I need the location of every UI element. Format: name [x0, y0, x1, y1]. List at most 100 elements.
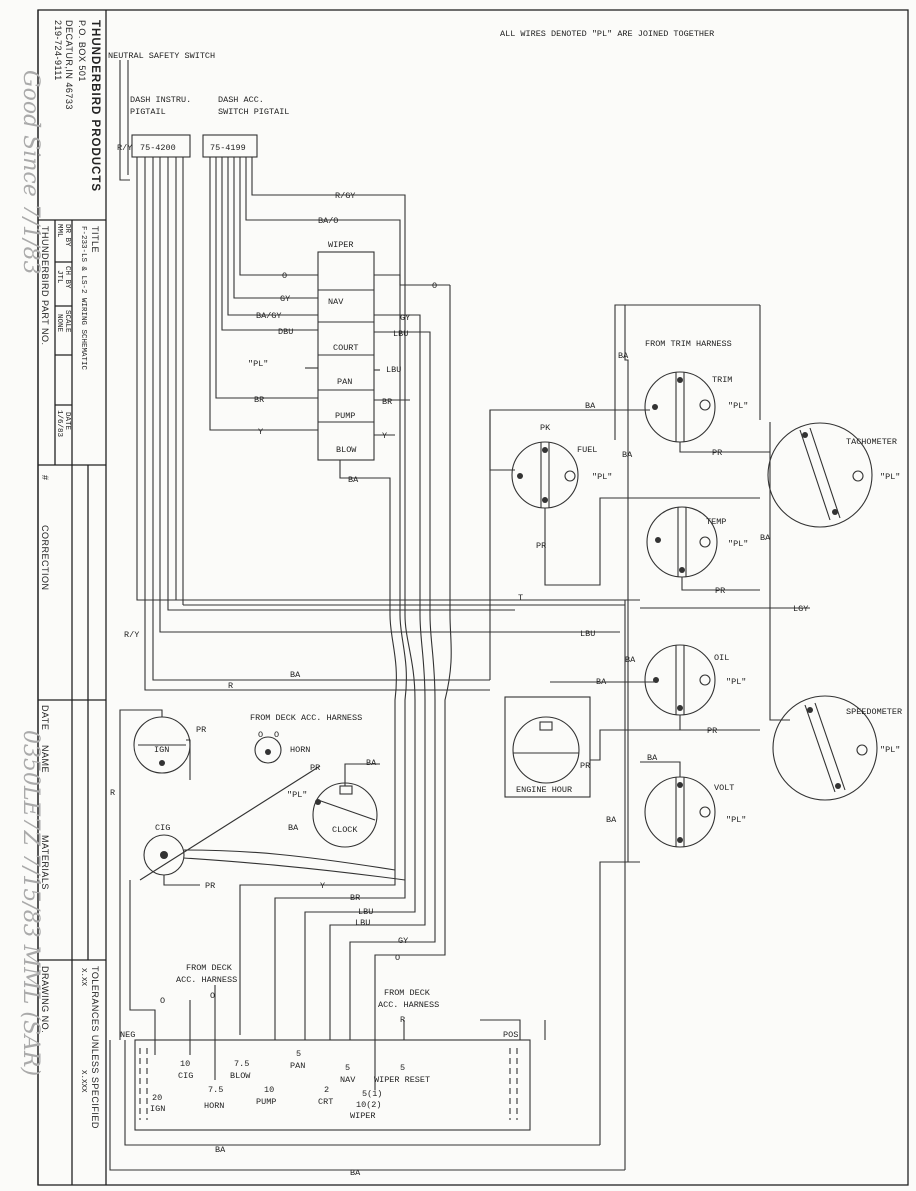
fuse-nav-name: NAV: [340, 1075, 356, 1085]
fuse-wiper-amp: 5(1): [362, 1089, 382, 1099]
fuse-ign-name: IGN: [150, 1104, 165, 1114]
switch-court: COURT: [333, 343, 359, 353]
clock-ba-label: BA: [288, 823, 299, 833]
gauge-trim: FROM TRIM HARNESS TRIM "PL" BA: [585, 339, 748, 443]
fuse-neg-label: NEG: [120, 1030, 135, 1040]
wire-lbu-pan-label: LBU: [386, 365, 401, 375]
fuse-reset-name: WIPER RESET: [374, 1075, 430, 1085]
wire-lgy-label: LGY: [793, 604, 808, 614]
rev-correction: CORRECTION: [40, 525, 50, 591]
clock-label: CLOCK: [332, 825, 358, 835]
wire-br-label: BR: [254, 395, 264, 405]
fuse-cig-amp: 10: [180, 1059, 190, 1069]
date-value: 1/6/83: [55, 410, 63, 438]
company-name: THUNDERBIRD PRODUCTS: [89, 20, 101, 192]
volt-ba-2-label: BA: [606, 815, 617, 825]
wire-ba-mid-label: BA: [290, 670, 301, 680]
ch-by-label: CH BY: [63, 266, 71, 289]
neutral-switch-label: NEUTRAL SAFETY SWITCH: [108, 51, 215, 61]
gauge-speedometer: SPEEDOMETER "PL": [772, 695, 902, 801]
wire-pl-label: "PL": [248, 359, 268, 369]
oil-pr-label: PR: [707, 726, 717, 736]
oil-label: OIL: [714, 653, 729, 663]
wire-ry-label: R/Y: [117, 143, 132, 153]
fuse-panel: NEG POS 20 IGN 10 CIG 7.5 HORN 7.5 BLOW …: [120, 1030, 531, 1131]
wire-ba-panel-label: BA: [348, 475, 359, 485]
joined-note: ALL WIRES DENOTED "PL" ARE JOINED TOGETH…: [500, 29, 714, 39]
scale-label: SCALE: [63, 310, 71, 333]
horn-unit: FROM DECK ACC. HARNESS O O HORN: [250, 713, 362, 764]
trim-label: TRIM: [712, 375, 732, 385]
dash-instru-label-2: PIGTAIL: [130, 107, 166, 117]
engine-hour-label: ENGINE HOUR: [516, 785, 572, 795]
wire-br-right-label: BR: [382, 397, 392, 407]
fuse-crt-name: CRT: [318, 1097, 333, 1107]
engine-hour-pr-label: PR: [580, 761, 590, 771]
wire-bao-label: BA/O: [318, 216, 338, 226]
engine-hour-meter: ENGINE HOUR: [504, 696, 591, 798]
fuse-nav-amp: 5: [345, 1063, 350, 1073]
fuel-pl-label: "PL": [592, 472, 612, 482]
title-label: TITLE: [90, 226, 100, 253]
wire-r-mid-label: R: [228, 681, 233, 691]
volt-pl-label: "PL": [726, 815, 746, 825]
connector-instru: [131, 134, 191, 158]
connector-acc: [202, 134, 258, 158]
switch-blow: BLOW: [336, 445, 357, 455]
from-deck-label-2b: ACC. HARNESS: [176, 975, 237, 985]
pr-trim-label: PR: [712, 448, 722, 458]
clock-pl-label: "PL": [287, 790, 307, 800]
ground-ba-2-label: BA: [350, 1168, 361, 1178]
ground-ba-label: BA: [215, 1145, 226, 1155]
oil-ba-label: BA: [625, 655, 636, 665]
fuse-ign-amp: 20: [152, 1093, 162, 1103]
connector-acc-number: 75-4199: [210, 143, 246, 153]
gauge-volt: VOLT "PL" BA BA: [606, 753, 746, 848]
tolerance-xxx: X.XXX: [79, 1070, 87, 1093]
trim-ba-label: BA: [585, 401, 596, 411]
wire-o-label: O: [282, 271, 287, 281]
fuse-pump-name: PUMP: [256, 1097, 276, 1107]
from-deck-label-2: FROM DECK: [186, 963, 233, 973]
speedo-label: SPEEDOMETER: [846, 707, 902, 717]
wire-bundle: [119, 60, 615, 691]
gauge-oil: OIL "PL" BA BA: [596, 644, 746, 716]
part-no-label: THUNDERBIRD PART NO.: [40, 226, 50, 346]
wire-dbu-label: DBU: [278, 327, 293, 337]
address-line-1: P.O. BOX 501: [77, 20, 87, 82]
wire-bagy-label: BA/GY: [256, 311, 282, 321]
fuel-pk-label: PK: [540, 423, 551, 433]
fuse-wiper-name: WIPER: [350, 1111, 376, 1121]
wire-gy-right-label: GY: [400, 313, 410, 323]
tach-label: TACHOMETER: [846, 437, 897, 447]
volt-label: VOLT: [714, 783, 734, 793]
cig-pr-label: PR: [205, 881, 215, 891]
fuse-cig-name: CIG: [178, 1071, 193, 1081]
fuse-br-label: BR: [350, 893, 360, 903]
tolerance-xx: X.XX: [79, 968, 87, 987]
switch-pump: PUMP: [335, 411, 355, 421]
fuse-blow-amp: 7.5: [234, 1059, 249, 1069]
from-deck-label-3b: ACC. HARNESS: [378, 1000, 439, 1010]
wire-gy-label: GY: [280, 294, 290, 304]
temp-pr-label: PR: [715, 586, 725, 596]
wire-y-label: Y: [258, 427, 263, 437]
ign-label: IGN: [154, 745, 169, 755]
fuse-pump-amp: 10: [264, 1085, 274, 1095]
date-label: DATE: [63, 412, 71, 431]
title-block: THUNDERBIRD PRODUCTS P.O. BOX 501 DECATU…: [18, 20, 106, 1185]
rev-name: NAME: [40, 745, 50, 773]
dr-by-value: MML: [55, 224, 63, 238]
ba-fuel-label: BA: [622, 450, 633, 460]
clock-pr-label: PR: [310, 763, 320, 773]
wire-lbu-oil-label: LBU: [580, 629, 595, 639]
temp-pl-label: "PL": [728, 539, 748, 549]
fuel-label: FUEL: [577, 445, 597, 455]
fuse-pan-amp: 5: [296, 1049, 301, 1059]
rev-materials: MATERIALS: [40, 835, 50, 890]
fuse-lbu-2-label: LBU: [355, 918, 370, 928]
oil-pl-label: "PL": [726, 677, 746, 687]
from-deck-label-3: FROM DECK: [384, 988, 431, 998]
